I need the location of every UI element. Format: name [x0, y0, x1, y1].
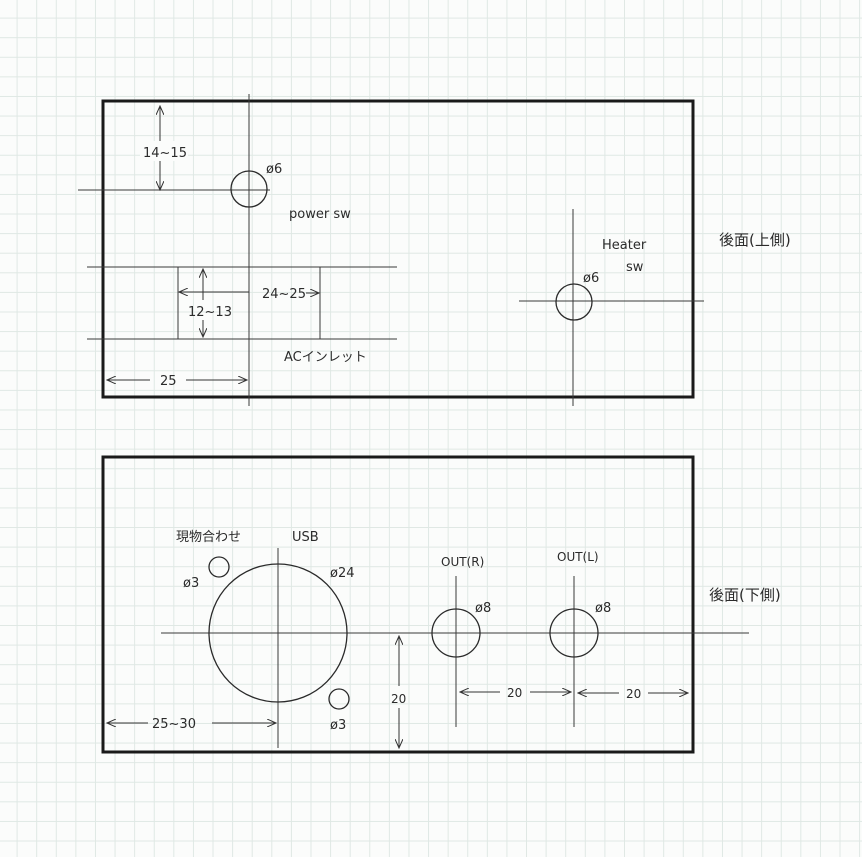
dim-inlet-height: 12~13: [188, 305, 232, 320]
usb-label: USB: [292, 530, 319, 545]
dim-left-to-usb: 25~30: [152, 717, 196, 732]
bottom-panel-side-label: 後面(下側): [709, 586, 781, 604]
small-hole-upper: [208, 556, 230, 578]
heater-sw-label-line2: sw: [626, 260, 644, 275]
small-hole-lower: [328, 688, 350, 710]
dim-left-to-center: 25: [160, 374, 177, 389]
heater-sw-diameter: ø6: [583, 271, 599, 286]
small-hole-lower-diameter: ø3: [330, 718, 346, 733]
heater-sw-hole: [555, 283, 593, 321]
out-l-hole: [549, 608, 599, 658]
dim-top-to-switch: 14~15: [143, 146, 187, 161]
power-sw-label: power sw: [289, 207, 351, 222]
usb-hole: [208, 563, 348, 703]
heater-sw-label-line1: Heater: [602, 238, 647, 253]
out-r-diameter: ø8: [475, 601, 491, 616]
mount-note: 現物合わせ: [176, 530, 241, 545]
out-r-hole: [431, 608, 481, 658]
power-sw-hole: [230, 170, 268, 208]
bottom-panel-outline: [101, 455, 695, 754]
dim-top-to-switch-gap: [140, 141, 188, 161]
dim-l-to-right: 20: [626, 687, 641, 701]
top-panel-outline: [101, 99, 695, 399]
power-sw-diameter: ø6: [266, 162, 282, 177]
out-l-diameter: ø8: [595, 601, 611, 616]
out-l-label: OUT(L): [557, 550, 599, 564]
dim-bottom-to-center: 20: [391, 692, 406, 706]
top-panel: ø6 power sw 14~15 24~25 12~13 ACインレット 25…: [78, 94, 704, 406]
dim-inlet-width: 24~25: [262, 287, 306, 302]
ac-inlet-label: ACインレット: [284, 350, 367, 365]
bottom-panel: USB ø24 現物合わせ ø3 ø3 25~30 20 OUT(R) ø8 O…: [101, 455, 749, 754]
out-r-label: OUT(R): [441, 555, 484, 569]
top-panel-side-label: 後面(上側): [719, 231, 791, 249]
dim-r-to-l: 20: [507, 686, 522, 700]
small-hole-upper-diameter: ø3: [183, 576, 199, 591]
usb-diameter: ø24: [330, 566, 355, 581]
